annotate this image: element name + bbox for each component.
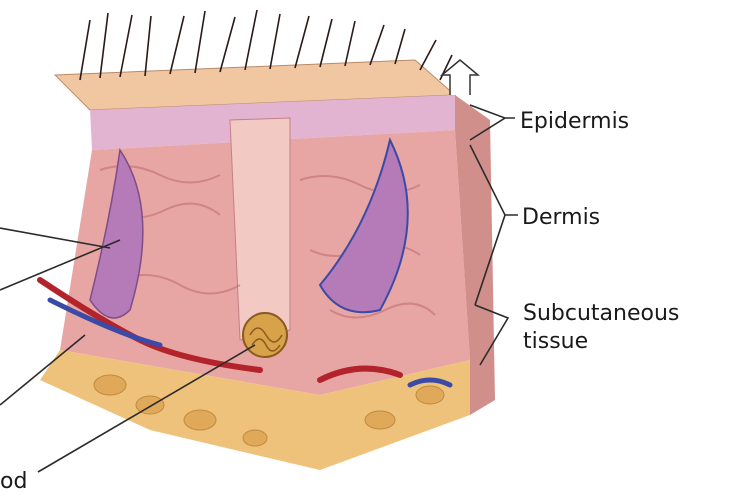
- cutaway-notch: [230, 118, 290, 340]
- sweat-gland: [243, 313, 287, 357]
- label-partial-bottom-left: od: [0, 469, 27, 494]
- label-subcutaneous-line2: tissue: [523, 329, 588, 354]
- label-subcutaneous-line1: Subcutaneous: [523, 301, 679, 326]
- label-epidermis: Epidermis: [520, 109, 629, 134]
- label-dermis: Dermis: [522, 205, 600, 230]
- skin-block: [40, 10, 495, 470]
